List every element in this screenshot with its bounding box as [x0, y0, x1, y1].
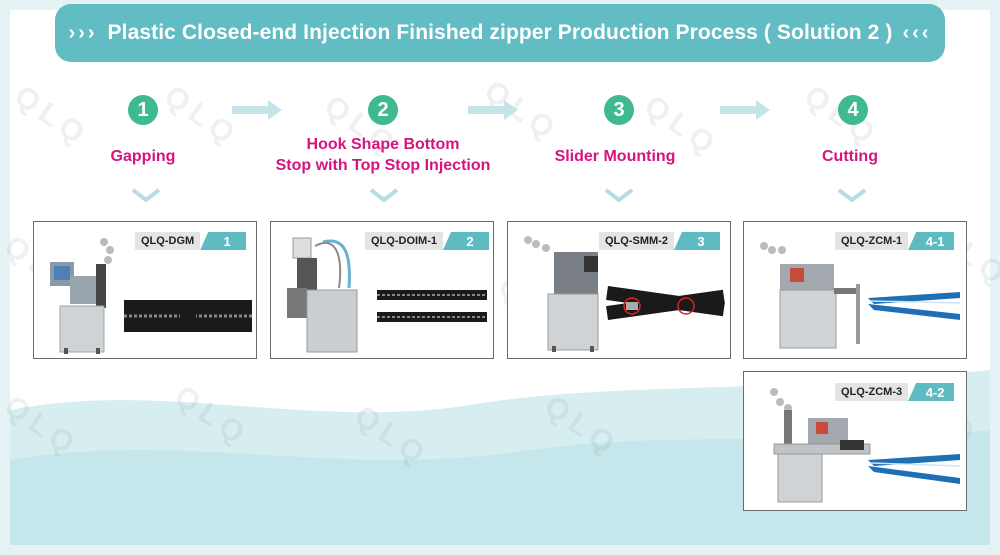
model-number: 4-1: [908, 232, 955, 250]
model-tag: QLQ-ZCM-3 4-2: [835, 383, 955, 401]
right-arrow-icon: [232, 100, 282, 120]
chevron-down-icon: [369, 188, 399, 202]
model-name: QLQ-DGM: [135, 232, 201, 250]
right-arrow-icon: [720, 100, 770, 120]
model-name: QLQ-ZCM-1: [835, 232, 909, 250]
model-number: 4-2: [908, 383, 955, 401]
cutting-machine-image: [770, 388, 961, 503]
banner-deco-right: ‹‹‹: [902, 21, 932, 44]
step-4-label: Cutting: [822, 148, 878, 165]
step-4-number: 4: [838, 95, 868, 125]
gapping-machine-image: [50, 238, 252, 354]
right-arrow-icon: [468, 100, 518, 120]
step-3-label: Slider Mounting: [554, 148, 676, 165]
model-tag: QLQ-ZCM-1 4-1: [835, 232, 955, 250]
model-name: QLQ-SMM-2: [599, 232, 674, 250]
model-name: QLQ-ZCM-3: [835, 383, 909, 401]
model-name: QLQ-DOIM-1: [365, 232, 443, 250]
chevron-down-icon: [131, 188, 161, 202]
model-number: 2: [443, 232, 489, 250]
page-title: Plastic Closed-end Injection Finished zi…: [107, 21, 893, 44]
title-banner: ››› Plastic Closed-end Injection Finishe…: [55, 4, 945, 62]
cutting-machine-image: [760, 242, 961, 349]
machine-card-dgm: QLQ-DGM 1: [33, 221, 257, 359]
machine-card-doim: QLQ-DOIM-1 2: [270, 221, 494, 359]
chevron-down-icon: [604, 188, 634, 202]
step-2-number: 2: [368, 95, 398, 125]
model-tag: QLQ-DGM 1: [135, 232, 247, 250]
machine-card-zcm-1: QLQ-ZCM-1 4-1: [743, 221, 967, 359]
step-1-label: Gapping: [110, 148, 176, 165]
chevron-down-icon: [837, 188, 867, 202]
machine-card-zcm-3: QLQ-ZCM-3 4-2: [743, 371, 967, 511]
slider-mounting-image: [524, 236, 725, 352]
machine-card-smm: QLQ-SMM-2 3: [507, 221, 731, 359]
model-number: 3: [673, 232, 720, 250]
step-2-label: Hook Shape Bottom Stop with Top Stop Inj…: [275, 136, 491, 174]
injection-machine-image: [287, 237, 487, 353]
step-1-number: 1: [128, 95, 158, 125]
model-tag: QLQ-SMM-2 3: [599, 232, 720, 250]
step-3-number: 3: [604, 95, 634, 125]
model-number: 1: [200, 232, 247, 250]
model-tag: QLQ-DOIM-1 2: [365, 232, 489, 250]
banner-deco-left: ›››: [68, 21, 98, 44]
